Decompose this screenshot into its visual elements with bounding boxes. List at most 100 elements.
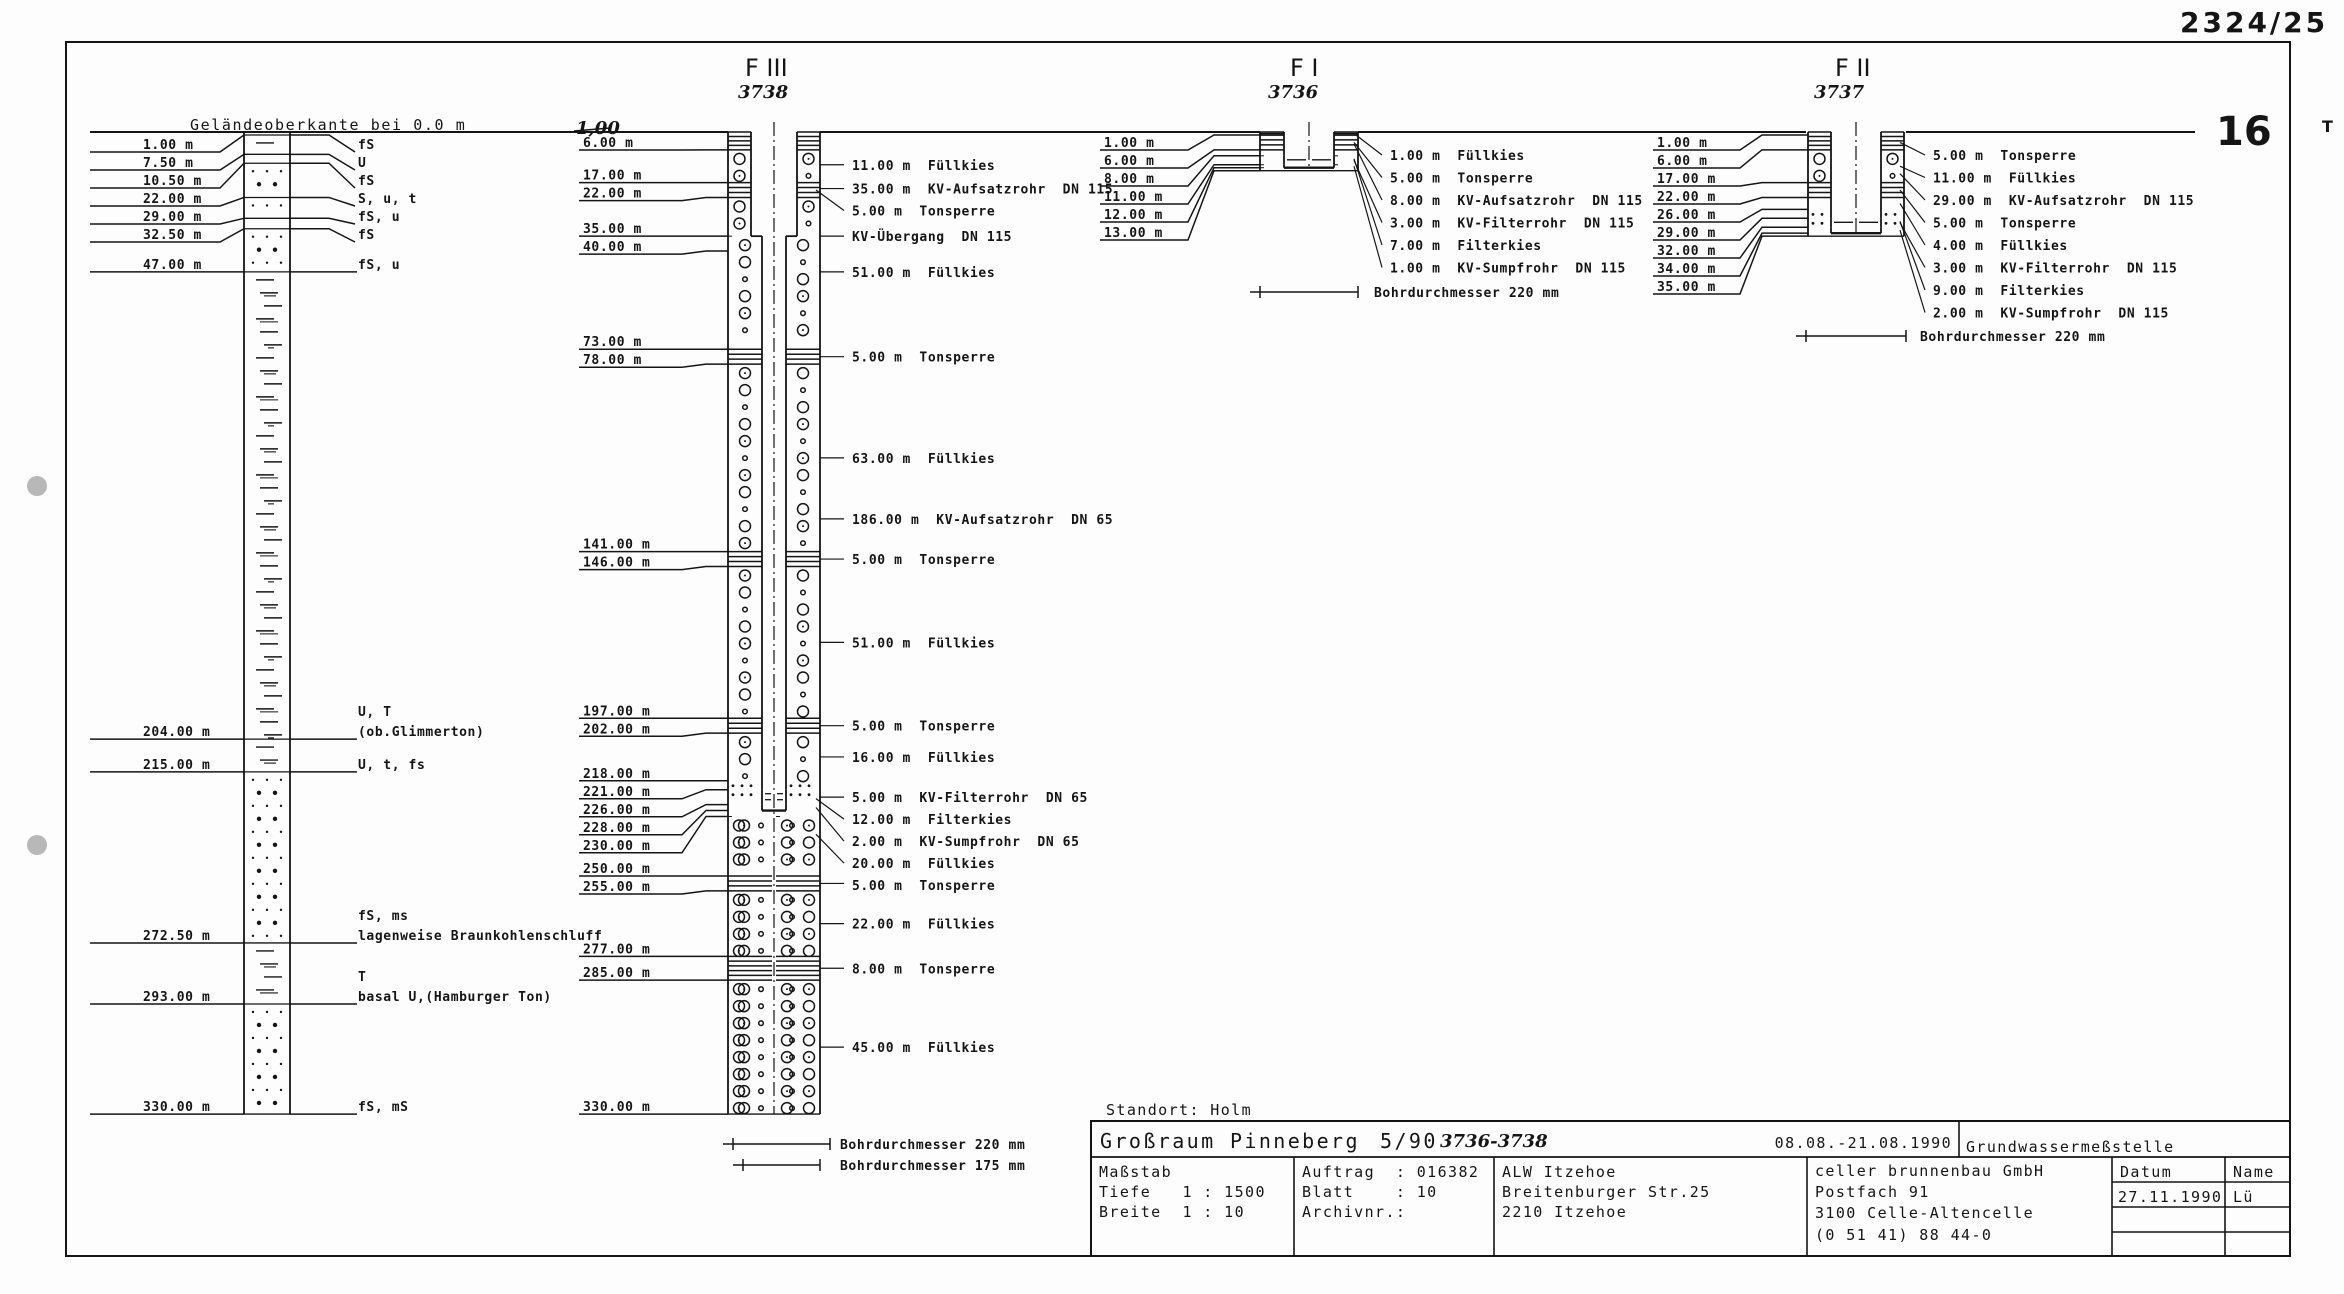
gravel-grain xyxy=(732,1033,746,1047)
layer-depth-line xyxy=(90,153,245,171)
construction-annotation: 51.00 m Füllkies xyxy=(852,266,995,281)
scale-heading: Maßstab xyxy=(1099,1163,1172,1181)
annotation-leader xyxy=(1899,222,1926,268)
depth-mark-label: 221.00 m xyxy=(583,785,650,800)
gravel-grain-dot xyxy=(786,898,788,901)
clay-seal-fill xyxy=(1808,181,1831,199)
sand-dot xyxy=(279,856,283,860)
project-code: 5/90 xyxy=(1380,1129,1438,1153)
gravel-grain xyxy=(1889,172,1896,179)
gravel-grain-dot xyxy=(744,542,746,545)
sand-dot xyxy=(256,790,262,796)
gravel-grain-dot xyxy=(786,1022,788,1025)
gravel-grain xyxy=(802,1084,816,1098)
gravel-grain-dot xyxy=(738,222,741,225)
filter-dot xyxy=(749,784,753,788)
construction-annotation: 63.00 m Füllkies xyxy=(852,452,995,467)
sand-dot xyxy=(256,1048,262,1054)
depth-mark-line xyxy=(1100,166,1260,223)
annotation-leader xyxy=(1899,203,1926,246)
gravel-grain-dot xyxy=(802,423,804,426)
clay-seal-fill xyxy=(1881,131,1904,151)
sand-dot xyxy=(272,1100,278,1106)
strike-through xyxy=(573,127,611,132)
gravel-grain-dot xyxy=(808,1056,810,1059)
filter-dot xyxy=(1820,212,1824,216)
gravel-grain xyxy=(1813,169,1826,183)
gravel-grain-dot xyxy=(808,932,810,935)
depth-mark-label: 277.00 m xyxy=(583,942,650,957)
gravel-grain xyxy=(738,366,752,380)
gravel-grain xyxy=(788,1105,796,1112)
sand-dot xyxy=(265,235,269,238)
clay-seal-fill xyxy=(786,550,820,568)
gravel-grain-dot xyxy=(808,1090,810,1093)
gravel-grain xyxy=(796,468,810,482)
gravel-grain xyxy=(737,1067,751,1081)
sand-dot xyxy=(251,1010,255,1014)
sand-dot xyxy=(251,882,255,886)
layer-desc-line xyxy=(290,217,356,225)
gravel-grain xyxy=(802,1067,816,1081)
client-city: 2210 Itzehoe xyxy=(1502,1203,1627,1221)
gravel-grain xyxy=(737,982,751,996)
gravel-grain xyxy=(738,620,752,633)
depth-mark-line xyxy=(579,732,728,738)
clay-seal-fill xyxy=(1260,134,1284,151)
sand-dot xyxy=(265,1036,269,1040)
filter-gravel-fill xyxy=(731,784,753,788)
gravel-grain-dot xyxy=(744,372,746,375)
gravel-grain xyxy=(738,688,752,701)
depth-mark-line xyxy=(1653,235,1808,295)
bore-diameter-label: Bohrdurchmesser 220 mm xyxy=(1374,286,1559,301)
gravel-grain xyxy=(737,1033,751,1047)
well-numbers: 3736-3738 xyxy=(1440,1131,1548,1152)
gravel-grain xyxy=(737,836,751,849)
gravel-fill xyxy=(728,815,765,866)
gravel-grain-dot xyxy=(738,174,741,177)
construction-annotation: 20.00 m Füllkies xyxy=(852,857,995,872)
gravel-grain xyxy=(788,913,796,920)
gravel-grain xyxy=(741,455,749,462)
clay-seal-fill xyxy=(786,717,820,734)
depth-mark-line xyxy=(1100,155,1260,187)
edge-mark: T xyxy=(2322,117,2333,136)
layer-depth-label: 29.00 m xyxy=(143,210,202,225)
gravel-grain xyxy=(757,947,765,954)
sand-dot xyxy=(265,204,269,207)
sand-dot xyxy=(279,1062,283,1066)
sheet-blatt: Blatt : 10 xyxy=(1302,1183,1438,1201)
sand-dot xyxy=(256,868,262,874)
layer-description: fS xyxy=(358,138,375,153)
layer-depth-line xyxy=(90,134,245,153)
bore-diameter-label: Bohrdurchmesser 220 mm xyxy=(1920,330,2105,345)
annotation-leader xyxy=(815,833,845,864)
gravel-grain xyxy=(737,819,751,832)
depth-mark-label: 29.00 m xyxy=(1657,226,1716,241)
gravel-grain-dot xyxy=(786,1090,788,1093)
gravel-grain xyxy=(757,1054,765,1061)
layer-depth-label: 22.00 m xyxy=(143,192,202,207)
sand-dot xyxy=(265,1010,269,1014)
sand-dot xyxy=(272,790,278,796)
depth-mark-label: 8.00 m xyxy=(1104,172,1155,187)
gravel-grain xyxy=(732,999,746,1013)
sand-dot xyxy=(265,804,269,808)
gravel-grain xyxy=(796,238,810,252)
sand-dot xyxy=(265,934,269,938)
gravel-grain-dot xyxy=(808,858,810,861)
gravel-grain xyxy=(788,856,796,863)
layer-description: fS, u xyxy=(358,258,400,273)
gravel-grain xyxy=(799,387,807,394)
gravel-fill xyxy=(1808,149,1826,183)
layer-depth-label: 215.00 m xyxy=(143,758,210,773)
construction-annotation: 11.00 m Füllkies xyxy=(1933,172,2076,187)
construction-annotation: 1.00 m Füllkies xyxy=(1390,149,1525,164)
clay-seal-fill xyxy=(776,875,820,892)
gravel-grain xyxy=(732,910,746,924)
gravel-grain xyxy=(737,910,751,924)
sand-dot xyxy=(279,1088,283,1092)
gravel-grain xyxy=(802,944,816,958)
gravel-grain xyxy=(738,434,752,448)
sand-dot xyxy=(251,908,255,912)
